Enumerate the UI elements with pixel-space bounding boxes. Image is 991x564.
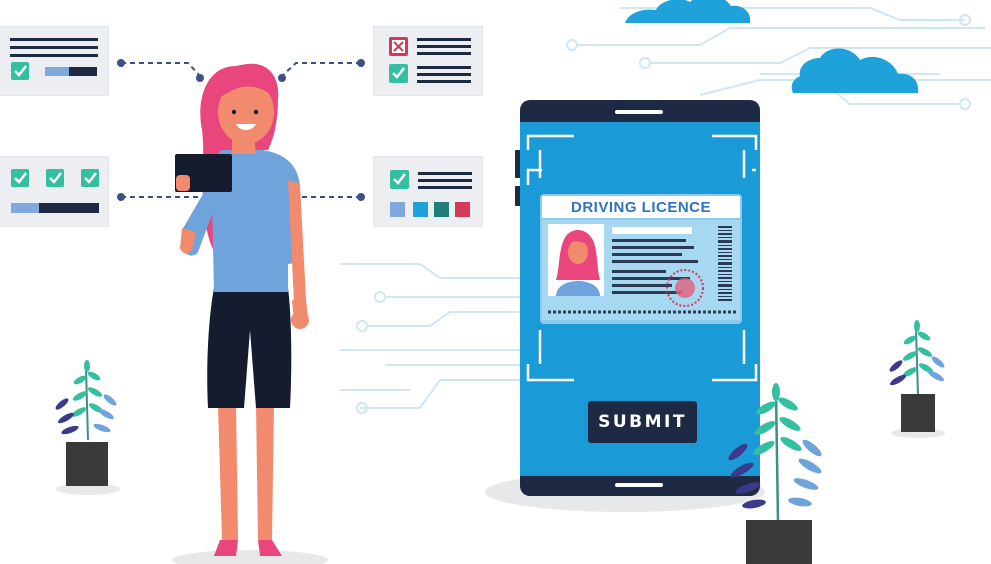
shorts <box>207 288 292 408</box>
leg-right <box>256 405 274 540</box>
shirt <box>209 150 302 292</box>
hair-front <box>216 63 279 100</box>
check-icon <box>390 170 409 189</box>
scan-frame <box>526 134 758 382</box>
plant-icon <box>728 383 822 564</box>
swatch <box>455 202 470 217</box>
swatch <box>390 202 405 217</box>
cross-icon <box>389 37 408 56</box>
circuit-lines-middle <box>340 263 520 414</box>
phone-speaker <box>615 110 663 114</box>
progress-bar <box>45 67 97 76</box>
plant-icon <box>55 360 117 486</box>
leg-left <box>218 405 238 540</box>
licence-text-lines <box>612 227 698 294</box>
cloud-icon <box>625 0 751 23</box>
phone-side-button <box>515 150 521 178</box>
cloud-icon <box>791 48 919 93</box>
shoe-left <box>214 540 238 556</box>
swatch <box>434 202 449 217</box>
submit-button[interactable]: SUBMIT <box>588 401 697 443</box>
barcode-icon <box>718 226 732 301</box>
shoe-right <box>258 540 282 556</box>
phone-side-button <box>515 186 521 206</box>
check-icon <box>11 169 29 187</box>
licence-title: DRIVING LICENCE <box>570 198 711 216</box>
person-shadow <box>172 550 328 564</box>
stamp-icon <box>666 269 704 307</box>
plant-icon <box>889 320 945 432</box>
arm-right <box>288 180 306 302</box>
face <box>218 80 274 144</box>
phone-home-bar <box>615 483 663 487</box>
check-icon <box>11 62 29 80</box>
progress-bar <box>11 203 99 213</box>
check-icon <box>81 169 99 187</box>
check-icon <box>46 169 64 187</box>
swatch <box>413 202 428 217</box>
info-card-middle-left <box>0 157 108 226</box>
check-icon <box>389 64 408 83</box>
